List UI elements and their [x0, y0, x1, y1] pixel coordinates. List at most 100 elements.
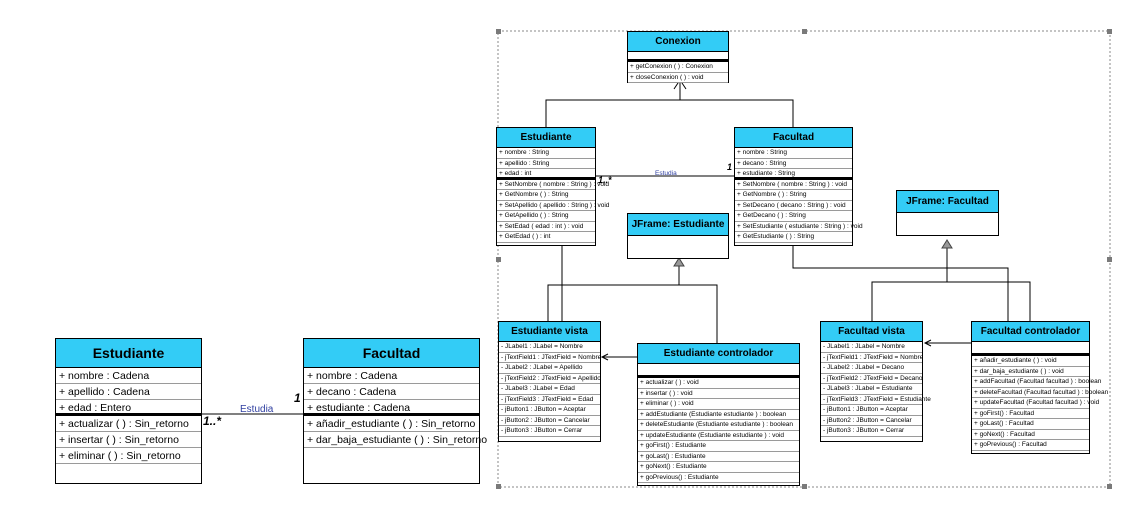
- method: + goPrevious() : Facultad: [972, 440, 1089, 451]
- selection-handle[interactable]: [496, 257, 501, 262]
- class-estudiante-vista[interactable]: Estudiante vista - JLabel1 : JLabel = No…: [498, 321, 601, 442]
- attribute-compartment: [628, 52, 728, 62]
- attribute: - jTextField2 : JTextField = Decano: [821, 374, 923, 384]
- class-title: JFrame: Estudiante: [628, 214, 728, 236]
- attribute: + estudiante : String: [735, 169, 852, 180]
- method: + SetDecano ( decano : String ) : void: [735, 201, 852, 211]
- attribute: - JLabel3 : JLabel = Edad: [499, 384, 600, 395]
- method: + closeConexion ( ) : void: [628, 73, 728, 83]
- class-title: Estudiante vista: [499, 322, 600, 342]
- attribute: - JLabel2 : JLabel = Apellido: [499, 363, 600, 374]
- method: + goNext() : Facultad: [972, 430, 1089, 440]
- method: + SetNombre ( nombre : String ) : void: [497, 180, 609, 190]
- selection-handle[interactable]: [1107, 484, 1112, 489]
- multiplicity-left: 1..*: [598, 175, 612, 185]
- class-facultad-controlador[interactable]: Facultad controlador + añadir_estudiante…: [971, 321, 1108, 454]
- class-estudiante-left[interactable]: Estudiante + nombre : Cadena + apellido …: [55, 338, 202, 484]
- attribute: + nombre : Cadena: [56, 368, 201, 384]
- attribute: + edad : Entero: [56, 400, 201, 416]
- method: + insertar ( ) : void: [638, 389, 799, 399]
- attribute: + nombre : String: [497, 148, 595, 159]
- multiplicity-right: 1: [294, 391, 301, 405]
- attribute: + apellido : Cadena: [56, 384, 201, 400]
- method: + SetEdad ( edad : int ) : void: [497, 222, 595, 232]
- method: + GetEdad ( ) : int: [497, 232, 595, 243]
- attribute: + edad : int: [497, 169, 595, 180]
- method: + goFirst() : Estudiante: [638, 441, 799, 452]
- class-jframe-estudiante[interactable]: JFrame: Estudiante: [627, 213, 729, 259]
- attribute: - JLabel1 : JLabel = Nombre: [499, 342, 600, 353]
- attribute: + decano : Cadena: [304, 384, 479, 400]
- class-title: Facultad: [735, 128, 852, 148]
- attribute: - jTextField3 : JTextField = Edad: [499, 395, 600, 405]
- method: + addEstudiante (Estudiante estudiante )…: [638, 410, 799, 420]
- selection-handle[interactable]: [802, 29, 807, 34]
- method: + goFirst() : Facultad: [972, 409, 1089, 419]
- method: + goPrevious() : Estudiante: [638, 473, 799, 483]
- class-title: Estudiante controlador: [638, 344, 799, 364]
- class-facultad-left[interactable]: Facultad + nombre : Cadena + decano : Ca…: [303, 338, 487, 484]
- selection-handle[interactable]: [1107, 29, 1112, 34]
- class-facultad-vista[interactable]: Facultad vista - JLabel1 : JLabel = Nomb…: [820, 321, 931, 442]
- attribute: - jButton3 : JButton = Cerrar: [821, 426, 922, 437]
- attribute: + apellido : String: [497, 159, 595, 169]
- attribute: - JLabel3 : JLabel = Estudiante: [821, 384, 922, 395]
- class-jframe-facultad[interactable]: JFrame: Facultad: [896, 190, 999, 236]
- attribute: - jButton2 : JButton = Cancelar: [499, 416, 600, 426]
- method: + SetApellido ( apellido : String ) : vo…: [497, 201, 609, 211]
- selection-handle[interactable]: [496, 29, 501, 34]
- multiplicity-left: 1..*: [203, 414, 222, 428]
- attribute: - jButton1 : JButton = Aceptar: [821, 405, 922, 416]
- attribute: - jTextField1 : JTextField = Nombre: [499, 353, 601, 363]
- method: + GetNombre ( ) : String: [735, 190, 852, 201]
- class-facultad[interactable]: Facultad + nombre : String + decano : St…: [734, 127, 863, 246]
- method: + añadir_estudiante ( ) : void: [972, 356, 1089, 367]
- method: + eliminar ( ) : Sin_retorno: [56, 448, 201, 464]
- selection-handle[interactable]: [1107, 257, 1112, 262]
- attribute: - jTextField3 : JTextField = Estudiante: [821, 395, 931, 405]
- attribute-compartment: [972, 342, 1089, 356]
- class-title: Estudiante: [497, 128, 595, 148]
- selection-handle[interactable]: [496, 484, 501, 489]
- method: + dar_baja_estudiante ( ) : void: [972, 367, 1089, 377]
- method: + goLast() : Facultad: [972, 419, 1089, 430]
- method: + dar_baja_estudiante ( ) : Sin_retorno: [304, 432, 487, 448]
- method: + goLast() : Estudiante: [638, 452, 799, 462]
- class-title: Estudiante: [56, 339, 201, 368]
- method: + GetEstudiante ( ) : String: [735, 232, 852, 243]
- class-estudiante[interactable]: Estudiante + nombre : String + apellido …: [496, 127, 609, 246]
- method: + actualizar ( ) : void: [638, 378, 799, 389]
- multiplicity-right: 1: [727, 162, 733, 172]
- attribute: - jTextField2 : JTextField = Apellido: [499, 374, 601, 384]
- attribute: + nombre : Cadena: [304, 368, 479, 384]
- method: + getConexion ( ) : Conexion: [628, 62, 728, 73]
- method: + GetNombre ( ) : String: [497, 190, 595, 201]
- method: + addFacultad (Facultad facultad ) : boo…: [972, 377, 1101, 388]
- attribute: + nombre : String: [735, 148, 852, 159]
- association-label: Estudia: [655, 170, 677, 177]
- attribute: - jButton3 : JButton = Cerrar: [499, 426, 600, 437]
- method: + SetNombre ( nombre : String ) : void: [735, 180, 852, 190]
- association-label: Estudia: [240, 404, 274, 415]
- attribute: - JLabel2 : JLabel = Decano: [821, 363, 922, 374]
- method: + updateFacultad (Facultad facultad ) : …: [972, 398, 1099, 409]
- class-title: JFrame: Facultad: [897, 191, 998, 213]
- class-title: Conexion: [628, 32, 728, 52]
- method: + añadir_estudiante ( ) : Sin_retorno: [304, 416, 479, 432]
- attribute: + decano : String: [735, 159, 852, 169]
- attribute: + estudiante : Cadena: [304, 400, 479, 416]
- class-title: Facultad: [304, 339, 479, 368]
- class-title: Facultad vista: [821, 322, 922, 342]
- attribute-compartment: [638, 364, 799, 378]
- method: + updateEstudiante (Estudiante estudiant…: [638, 431, 799, 441]
- method: + GetApellido ( ) : String: [497, 211, 595, 222]
- selection-handle[interactable]: [802, 484, 807, 489]
- attribute: - jButton2 : JButton = Cancelar: [821, 416, 922, 426]
- class-estudiante-controlador[interactable]: Estudiante controlador + actualizar ( ) …: [637, 343, 800, 486]
- method: + insertar ( ) : Sin_retorno: [56, 432, 201, 448]
- method: + eliminar ( ) : void: [638, 399, 799, 410]
- method: + SetEstudiante ( estudiante : String ) …: [735, 222, 863, 232]
- method: + GetDecano ( ) : String: [735, 211, 852, 222]
- method: + deleteFacultad (Facultad facultad ) : …: [972, 388, 1108, 398]
- class-conexion[interactable]: Conexion + getConexion ( ) : Conexion + …: [627, 31, 729, 83]
